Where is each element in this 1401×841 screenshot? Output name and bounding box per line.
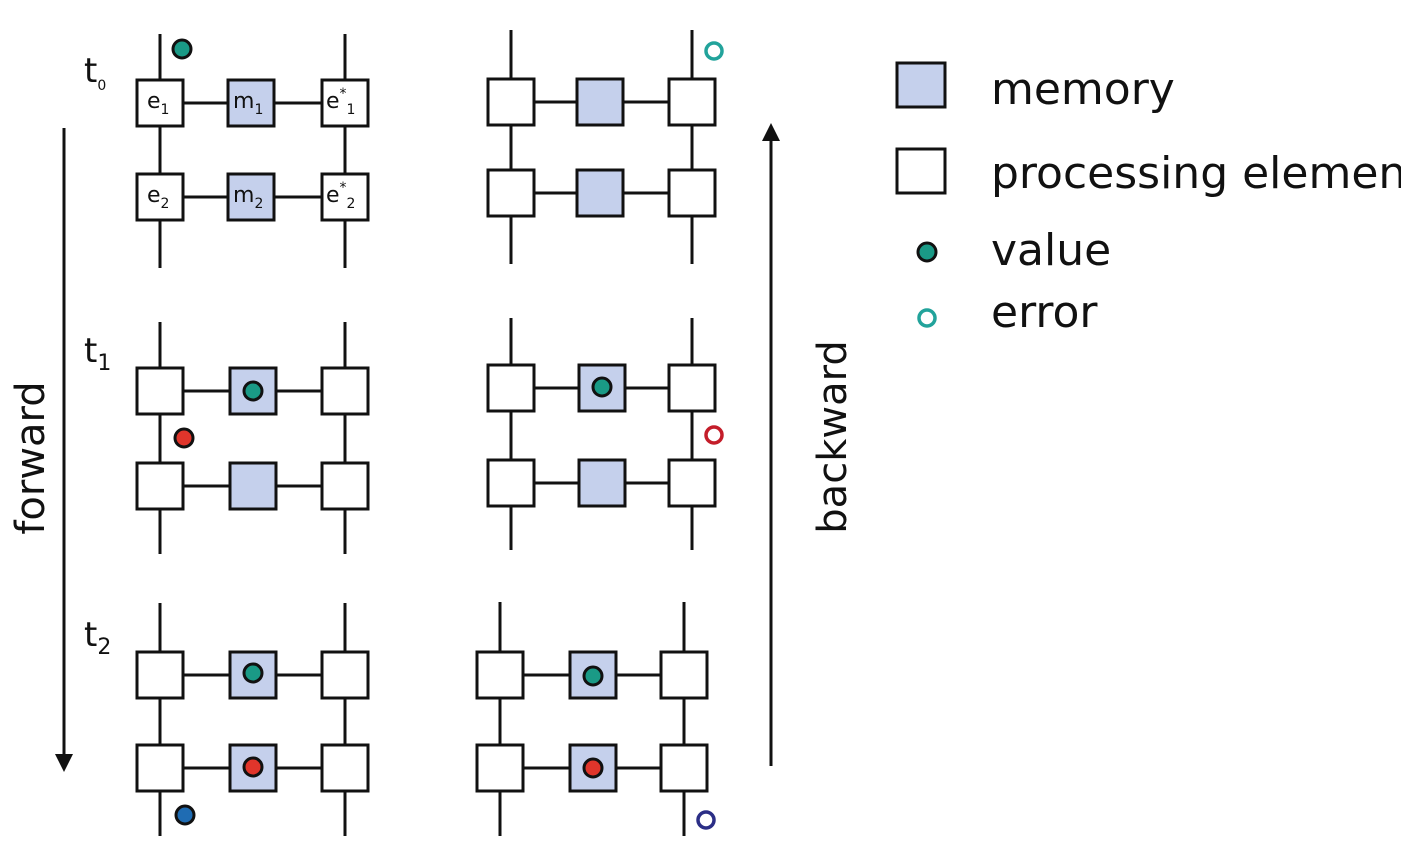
processing-element-r2c1: [486, 458, 536, 508]
processing-element-r2c1: [486, 168, 536, 218]
grid-t1-left: [135, 322, 370, 554]
cell-label-e1: e1: [147, 89, 169, 118]
processing-element-r2c3: [667, 168, 717, 218]
svg-text:e*1: e*1: [326, 86, 355, 118]
svg-text:t0: t0: [84, 51, 106, 94]
error-dot-t1-wire: [704, 425, 724, 445]
processing-element-r1c3: [320, 366, 370, 416]
processing-element-r1c3: [320, 650, 370, 700]
processing-element-r2c3: [320, 461, 370, 511]
backward-label: backward: [810, 340, 856, 533]
processing-element-r2c1: [135, 743, 185, 793]
value-dot-t2-right-memory1: [582, 665, 604, 687]
processing-element-r2c1: [135, 172, 185, 222]
processing-element-r1c3: [667, 77, 717, 127]
time-label-t2: t2: [84, 615, 111, 660]
memory-cell-r1c2: [575, 77, 625, 127]
svg-text:e1: e1: [147, 89, 169, 118]
memory-cell-r2c2: [575, 168, 625, 218]
error-dot-t0-output: [704, 41, 724, 61]
cell-label-e2-star: e*2: [326, 180, 355, 212]
grid-t2-left: [135, 603, 370, 836]
value-dot-t1-wire: [173, 427, 195, 449]
cell-label-e2: e2: [147, 183, 169, 212]
processing-element-r2c1: [475, 743, 525, 793]
legend-value-icon: [916, 241, 938, 263]
legend-processing-element-label: processing element: [991, 148, 1401, 199]
legend-memory-icon: [895, 61, 947, 109]
legend-error-label: error: [991, 287, 1098, 338]
processing-element-r1c3: [320, 78, 370, 128]
memory-cell-r2c2: [577, 458, 627, 508]
memory-cell-r1c2: [226, 78, 276, 128]
grid-t0-left: [135, 34, 370, 268]
cell-label-e1-star: e*1: [326, 86, 355, 118]
svg-text:e*2: e*2: [326, 180, 355, 212]
svg-text:m1: m1: [233, 89, 263, 118]
memory-cell-r2c2: [228, 461, 278, 511]
forward-label: forward: [8, 381, 54, 534]
cell-label-m2: m2: [233, 183, 263, 212]
value-dot-t2-right-memory2: [582, 757, 604, 779]
legend: memory processing element value error: [895, 61, 1401, 338]
value-dot-t1-memory: [242, 380, 264, 402]
error-dot-t2-output: [696, 810, 716, 830]
value-dot-t1-right-memory: [591, 376, 613, 398]
processing-element-r2c3: [659, 743, 709, 793]
svg-text:e2: e2: [147, 183, 169, 212]
processing-element-r2c3: [667, 458, 717, 508]
grid-t1-right: [486, 318, 717, 550]
svg-text:t2: t2: [84, 615, 111, 660]
svg-text:m2: m2: [233, 183, 263, 212]
memory-cell-r2c2: [226, 172, 276, 222]
processing-element-r1c1: [486, 77, 536, 127]
cell-label-m1: m1: [233, 89, 263, 118]
processing-element-r2c3: [320, 172, 370, 222]
processing-element-r1c3: [659, 650, 709, 700]
processing-element-r1c1: [135, 78, 185, 128]
legend-value-label: value: [991, 225, 1111, 276]
legend-error-icon: [917, 308, 937, 328]
value-dot-t0-input: [171, 38, 193, 60]
processing-element-r1c3: [667, 363, 717, 413]
value-dot-t2-memory2: [242, 756, 264, 778]
time-label-t1: t1: [84, 331, 111, 376]
processing-element-r2c1: [135, 461, 185, 511]
grid-t2-right: [475, 602, 709, 836]
svg-text:t1: t1: [84, 331, 111, 376]
processing-element-r1c1: [475, 650, 525, 700]
processing-element-r1c1: [135, 366, 185, 416]
grid-t0-right: [486, 30, 717, 264]
legend-processing-element-icon: [895, 147, 947, 195]
time-label-t0: t0: [84, 51, 106, 94]
processing-element-r2c3: [320, 743, 370, 793]
legend-memory-label: memory: [991, 64, 1175, 115]
processing-element-r1c1: [135, 650, 185, 700]
value-dot-t2-memory1: [242, 662, 264, 684]
processing-element-r1c1: [486, 363, 536, 413]
value-dot-t2-output: [174, 804, 196, 826]
